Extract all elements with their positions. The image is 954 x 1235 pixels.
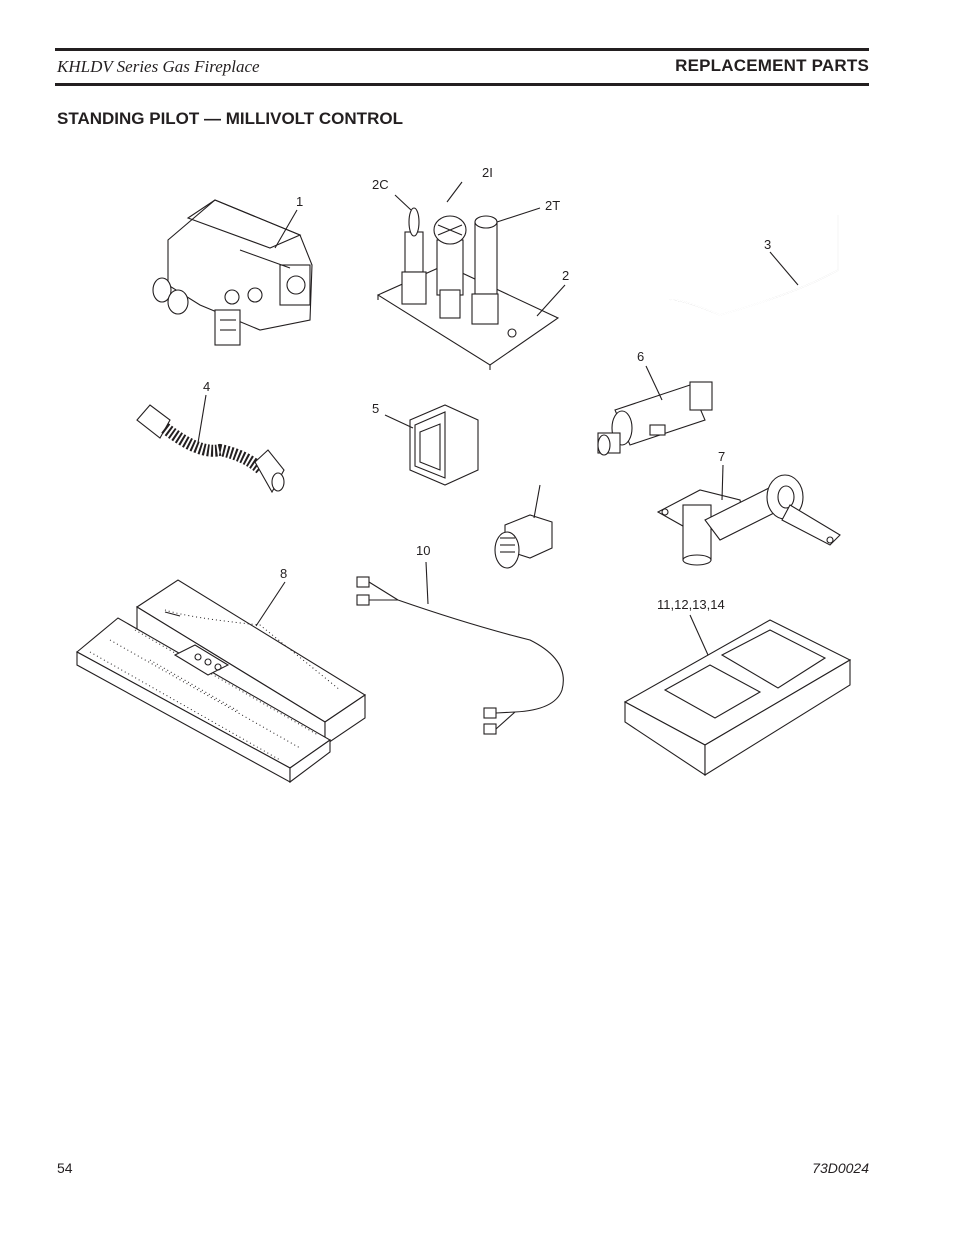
callout-2: 2	[562, 268, 569, 283]
section-title: REPLACEMENT PARTS	[675, 56, 869, 75]
callout-7: 7	[718, 449, 725, 464]
document-code: 73D0024	[812, 1160, 869, 1176]
callout-1: 1	[296, 194, 303, 209]
page-subtitle: STANDING PILOT — MILLIVOLT CONTROL	[57, 109, 403, 128]
rocker-switch-part	[409, 404, 479, 486]
leader-1	[274, 209, 298, 249]
leader-7	[721, 464, 724, 501]
callout-2i: 2I	[482, 165, 493, 180]
leader-8	[255, 581, 286, 627]
callout-10: 10	[416, 543, 430, 558]
fitting-part	[494, 514, 553, 569]
callout-3: 3	[764, 237, 771, 252]
leader-2	[536, 284, 566, 317]
callout-6: 6	[637, 349, 644, 364]
parts-diagram: 1 2C 2I 2T 2 3 4	[76, 165, 852, 784]
gasket-panel-part	[623, 619, 852, 777]
callout-8: 8	[280, 566, 287, 581]
callout-2t: 2T	[545, 198, 560, 213]
wire-harness-part	[356, 576, 564, 735]
leader-4	[197, 394, 207, 444]
leader-11	[689, 614, 709, 656]
leader-5	[384, 414, 414, 429]
piezo-igniter-part	[597, 381, 713, 456]
pilot-assembly-part	[376, 207, 560, 370]
callout-5: 5	[372, 401, 379, 416]
leader-3	[769, 251, 799, 286]
burner-assembly-part	[76, 579, 367, 784]
flex-connector-part	[136, 404, 285, 494]
leader-9	[533, 484, 541, 519]
pilot-bracket-part	[656, 474, 841, 566]
callout-11-14: 11,12,13,14	[657, 597, 725, 612]
pilot-tube-part	[669, 215, 839, 316]
leader-6	[645, 365, 663, 401]
leader-10	[425, 561, 429, 605]
gas-valve-part	[152, 199, 313, 346]
header-rule-top	[55, 48, 869, 51]
manual-title: KHLDV Series Gas Fireplace	[57, 57, 260, 76]
callout-4: 4	[203, 379, 210, 394]
callout-2c: 2C	[372, 177, 389, 192]
page-number: 54	[57, 1160, 73, 1176]
leader-2c	[394, 194, 412, 211]
leader-2i	[446, 181, 463, 203]
leader-2t	[496, 207, 541, 223]
header-rule-bottom	[55, 83, 869, 86]
